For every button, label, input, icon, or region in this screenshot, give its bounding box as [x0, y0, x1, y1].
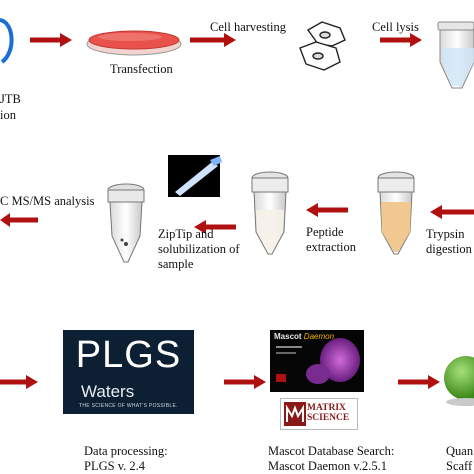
daemon-word: Daemon — [303, 332, 335, 341]
construct-label: ion — [0, 108, 16, 122]
plgs-logo: PLGS Waters THE SCIENCE OF WHAT'S POSSIB… — [63, 330, 194, 414]
cells-icon — [299, 21, 346, 71]
arrow-plgs-to-mascot — [224, 375, 266, 389]
data-processing-label-2: PLGS v. 2.4 — [84, 459, 146, 473]
arrow-trypsin-to-peptide — [306, 203, 348, 217]
petri-dish-icon — [86, 30, 182, 56]
plgs-title: PLGS — [75, 334, 182, 376]
matrix-science-logo: MATRIX SCIENCE — [280, 398, 358, 430]
ziptip-photo — [168, 155, 222, 197]
mascot-label-1: Mascot Database Search: — [268, 444, 395, 458]
plasmid-icon — [0, 18, 14, 64]
ziptip-label-3: sample — [158, 257, 194, 271]
arrow-into-plgs — [0, 375, 38, 389]
matrix-emblem-icon — [284, 402, 306, 426]
waters-wordmark: Waters — [81, 382, 135, 401]
arrow-cells-to-lysis — [380, 33, 422, 47]
arrow-to-lcms — [0, 213, 38, 227]
waters-tagline: THE SCIENCE OF WHAT'S POSSIBLE. — [79, 403, 178, 409]
mascot-word: Mascot — [274, 332, 302, 341]
data-processing-label-1: Data processing: — [84, 444, 168, 458]
mascot-label-2: Mascot Daemon v.2.5.1 — [268, 459, 387, 473]
lcms-tube-icon — [107, 183, 145, 263]
ziptip-label-1: ZipTip and — [158, 227, 214, 241]
cell-lysis-label: Cell lysis — [372, 20, 419, 34]
arrow-dish-to-cells — [190, 33, 236, 47]
matrix-science-wordmark: MATRIX SCIENCE — [307, 403, 349, 423]
scaffold-icon — [444, 356, 474, 406]
ptb-label: JTB — [0, 92, 21, 106]
mascot-title: Mascot Daemon — [274, 332, 334, 341]
trypsin-label-2: digestion — [426, 242, 472, 256]
peptide-label-2: extraction — [306, 240, 356, 254]
arrow-into-trypsin — [430, 205, 474, 219]
arrow-peptide-to-ziptip — [194, 220, 236, 234]
science-word: SCIENCE — [307, 413, 350, 423]
quant-label-2: Scaff — [446, 459, 473, 473]
mascot-graphic — [276, 338, 360, 384]
trypsin-label-1: Trypsin — [426, 227, 465, 241]
mascot-daemon-screenshot: Mascot Daemon — [270, 330, 364, 392]
lcms-label: C MS/MS analysis — [0, 194, 95, 208]
ziptip-label-2: solubilization of — [158, 242, 240, 256]
peptide-label-1: Peptide — [306, 225, 344, 239]
cell-harvesting-label: Cell harvesting — [210, 20, 287, 34]
arrow-plasmid-to-dish — [30, 33, 72, 47]
peptide-tube-icon — [251, 171, 289, 255]
lysis-tube-icon — [437, 21, 474, 89]
arrow-mascot-to-scaffold — [398, 375, 440, 389]
transfection-label: Transfection — [110, 62, 173, 76]
trypsin-tube-icon — [377, 171, 415, 255]
matrix-word: MATRIX — [307, 403, 346, 413]
quant-label-1: Quan — [446, 444, 474, 458]
